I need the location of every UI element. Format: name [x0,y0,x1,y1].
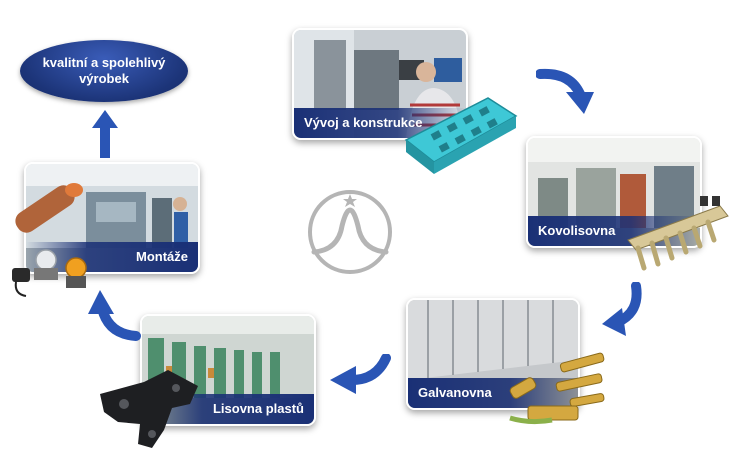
curved-arrow-1-icon [536,68,594,114]
arrow-up-icon [92,110,118,158]
terminal-strip-icon [627,196,729,271]
goal-label: kvalitní a spolehlivý výrobek [42,55,166,86]
curved-arrow-2-icon [602,282,642,336]
stage-label-montaze: Montáže [136,249,188,264]
caption-galvanovna: Galvanovna [408,378,578,408]
lamp-products-icon [12,183,87,297]
goal-ellipse: kvalitní a spolehlivý výrobek [20,40,188,102]
stage-label-galvanovna: Galvanovna [418,385,492,400]
curved-arrow-3-icon [330,354,391,394]
gold-terminals-icon [509,352,605,425]
connector-product-icon [404,97,518,174]
plastic-part-icon [100,370,198,448]
stage-label-lisovna: Lisovna plastů [212,401,304,416]
stage-card-lisovna: Lisovna plastů [140,314,316,426]
stage-card-vyvoj: Vývoj a konstrukce [292,28,468,140]
stage-label-kovolisovna: Kovolisovna [538,223,616,238]
stage-label-vyvoj: Vývoj a konstrukce [304,115,423,130]
company-logo-icon [308,190,392,274]
curved-arrow-4-icon [88,290,141,341]
stage-card-galvanovna: Galvanovna [406,298,580,410]
